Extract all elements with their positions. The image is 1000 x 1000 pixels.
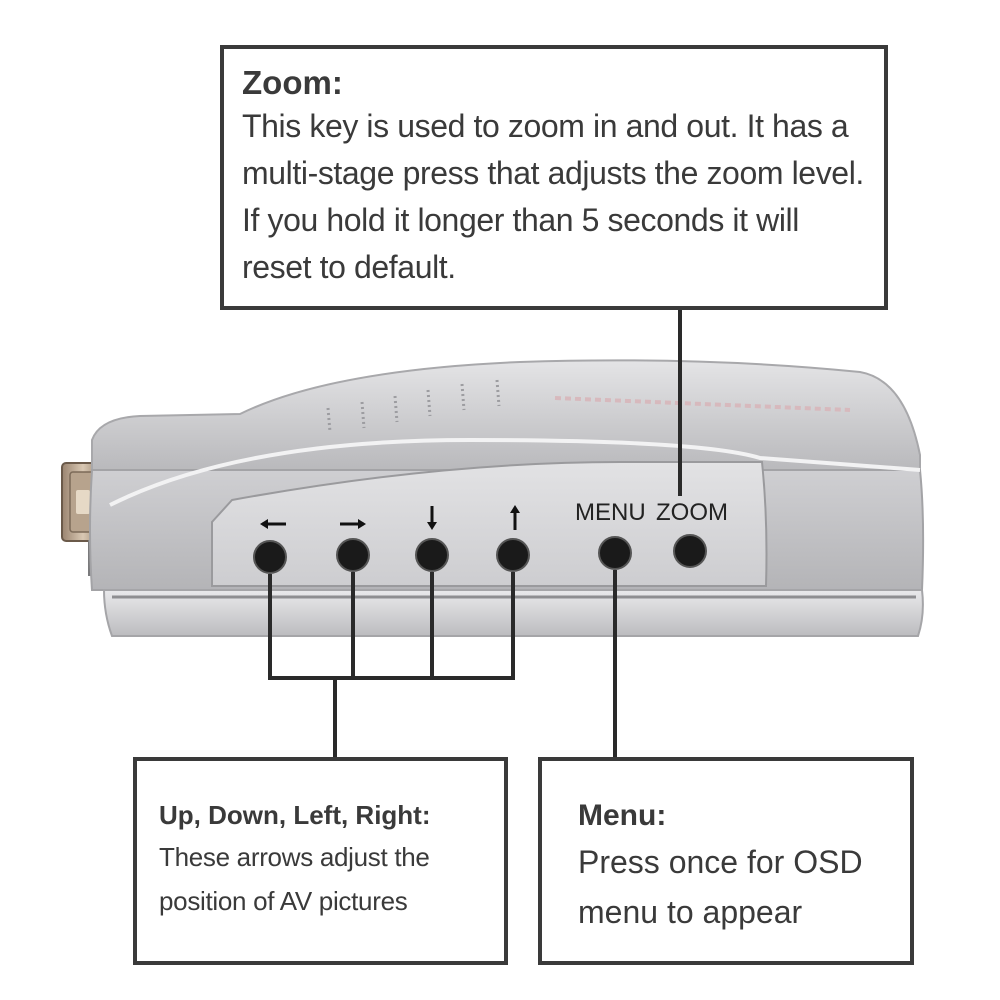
button-symbols [260, 505, 520, 530]
zoom-callout-title: Zoom: [242, 64, 343, 101]
arrows-callout-box: Up, Down, Left, Right: These arrows adju… [133, 757, 508, 965]
vent-slots [326, 379, 501, 433]
arrows-callout-title: Up, Down, Left, Right: [159, 800, 431, 830]
zoom-button[interactable] [673, 534, 707, 568]
device-buttons [253, 534, 707, 574]
left-button[interactable] [253, 540, 287, 574]
up-button[interactable] [496, 538, 530, 572]
up-arrow-icon [510, 505, 520, 530]
right-button[interactable] [336, 538, 370, 572]
menu-key-label: MENU [575, 499, 646, 526]
down-button[interactable] [415, 538, 449, 572]
callout-connector-lines [268, 310, 682, 757]
arrows-callout-body: These arrows adjust the position of AV p… [159, 842, 430, 916]
down-arrow-icon [427, 506, 437, 530]
menu-callout-body: Press once for OSD menu to appear [578, 844, 863, 930]
menu-callout-box: Menu: Press once for OSD menu to appear [538, 757, 914, 965]
device-top-shell [91, 359, 921, 471]
zoom-callout-body: This key is used to zoom in and out. It … [242, 108, 864, 285]
zoom-key-label: ZOOM [656, 499, 728, 526]
menu-callout-title: Menu: [578, 799, 667, 832]
right-arrow-icon [340, 519, 366, 529]
left-arrow-icon [260, 519, 286, 529]
zoom-callout-box: Zoom: This key is used to zoom in and ou… [220, 45, 888, 310]
menu-button[interactable] [598, 536, 632, 570]
